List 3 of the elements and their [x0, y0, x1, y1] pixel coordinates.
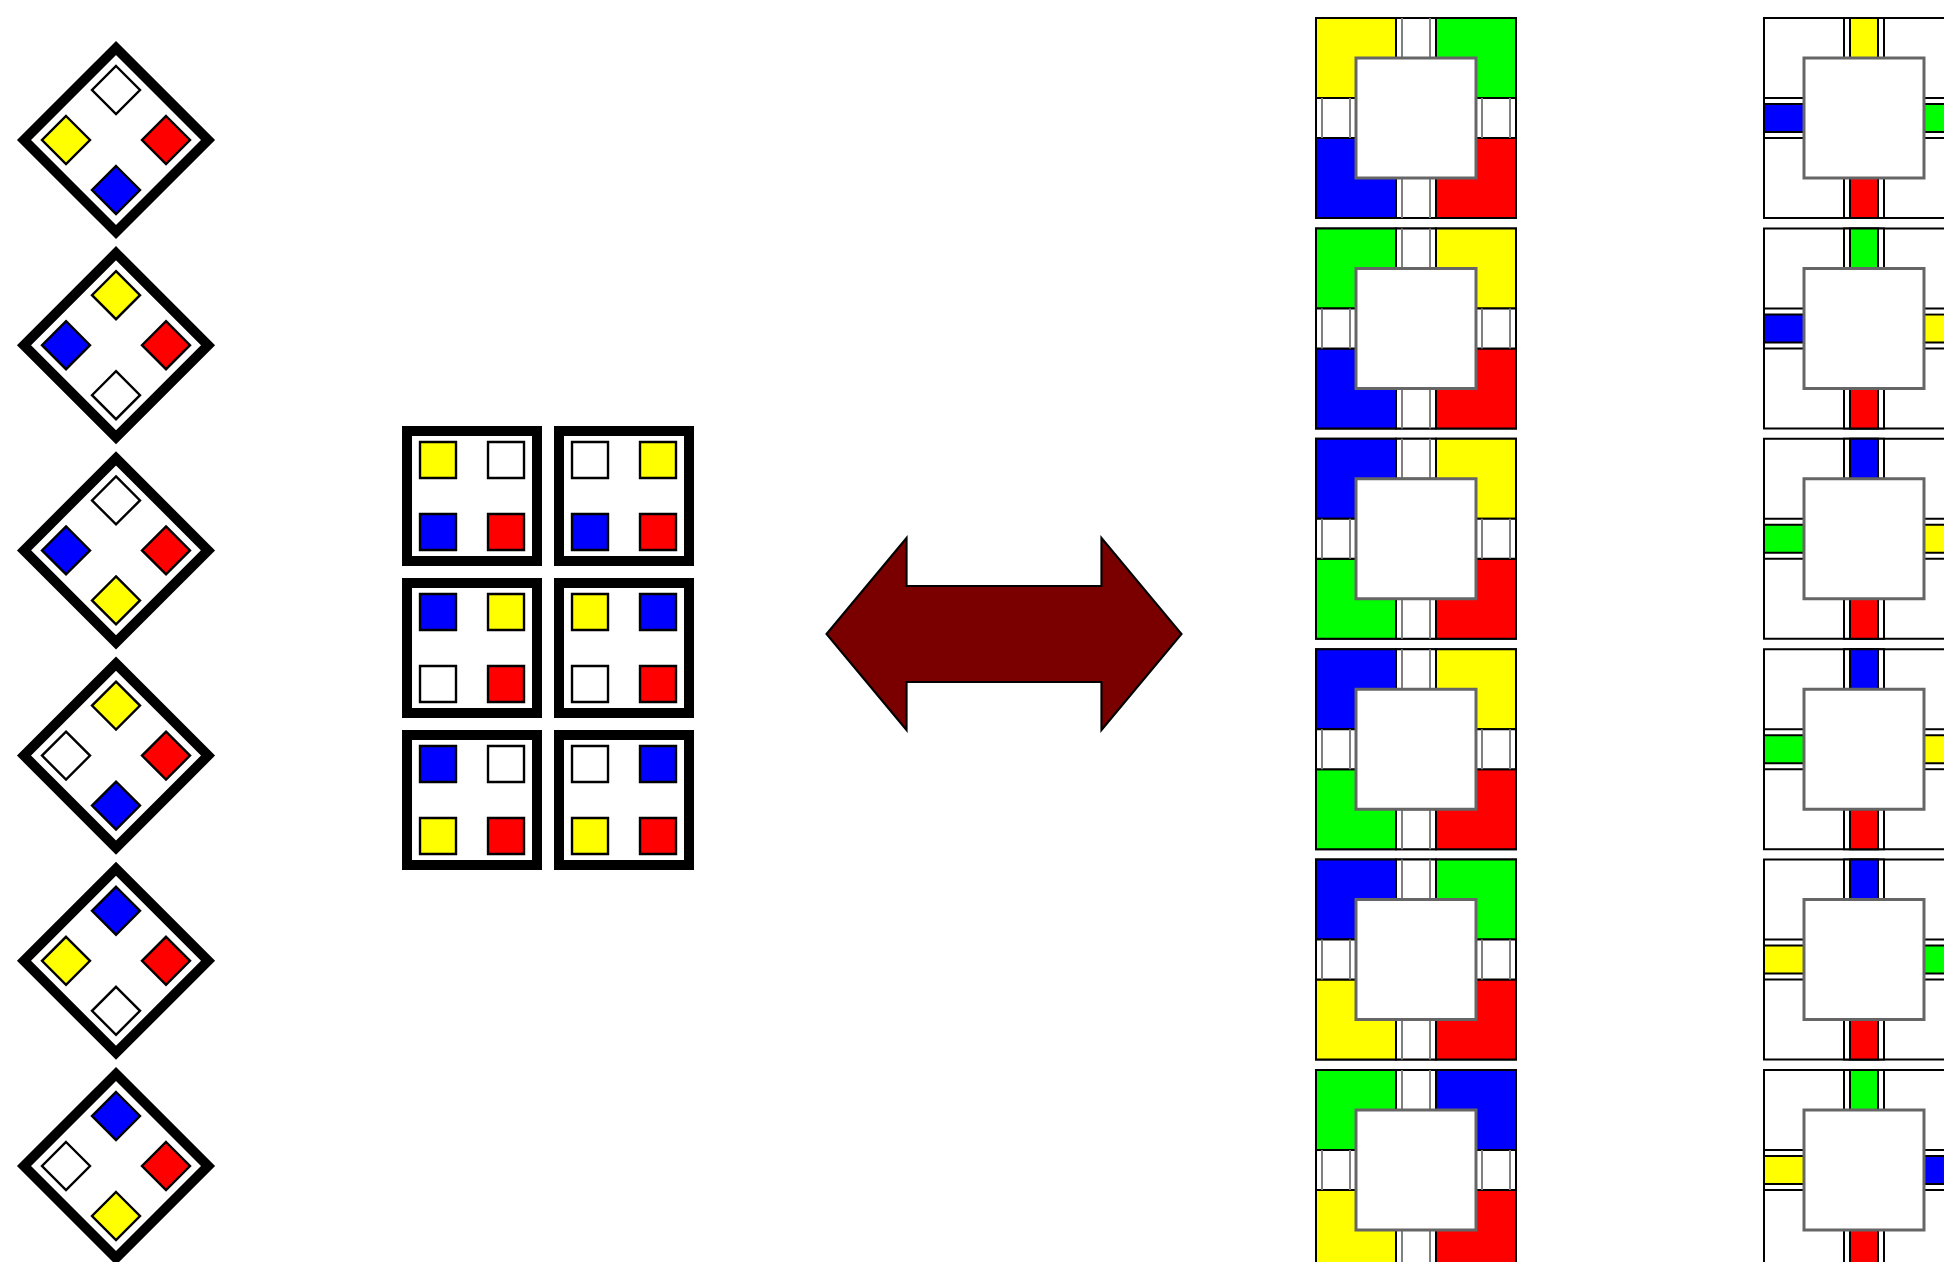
double-arrow	[825, 535, 1183, 733]
square-tile-column-drawing	[1315, 17, 1517, 1262]
tile-grid-drawing	[402, 426, 694, 870]
